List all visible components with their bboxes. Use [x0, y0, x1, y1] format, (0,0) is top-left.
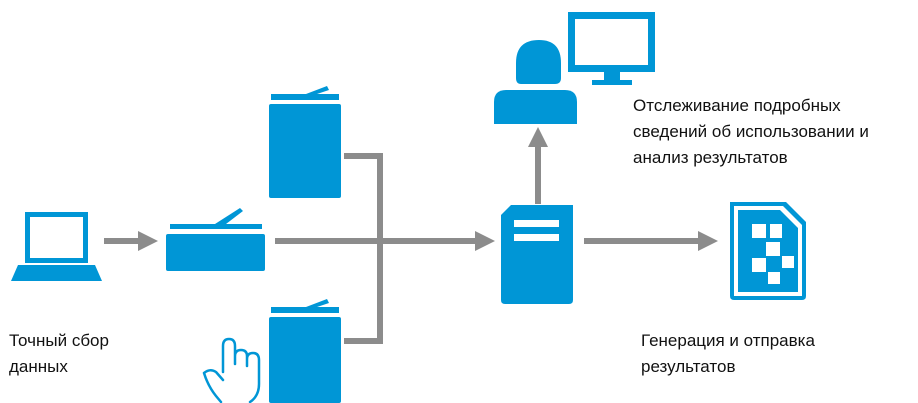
caption-track-line1: Отслеживание подробных	[633, 96, 841, 115]
caption-track-line3: анализ результатов	[633, 148, 788, 167]
server-icon	[501, 205, 573, 304]
printer-tall-icon	[269, 86, 341, 198]
scanner-icon	[166, 208, 265, 271]
caption-generate-line2: результатов	[641, 357, 736, 376]
connector-top-printer	[344, 153, 383, 241]
caption-track-line2: сведений об использовании и	[633, 122, 869, 141]
caption-collect-line2: данных	[9, 357, 68, 376]
report-document-icon	[730, 202, 806, 300]
caption-generate-line1: Генерация и отправка	[641, 331, 815, 350]
arrowhead-report	[698, 231, 718, 251]
caption-generate-results: Генерация и отправка результатов	[641, 328, 815, 380]
user-icon	[494, 40, 577, 124]
printer-tall-icon-bottom	[269, 299, 341, 403]
hand-pointer-icon	[202, 337, 261, 403]
arrowhead-server	[475, 231, 495, 251]
arrowhead-user	[528, 127, 548, 147]
monitor-icon	[568, 12, 655, 85]
connector-bottom-printer	[344, 241, 383, 344]
arrowheads	[138, 127, 718, 251]
caption-collect-data: Точный сбор данных	[9, 328, 109, 380]
connectors	[104, 145, 700, 344]
arrowhead-scanner	[138, 231, 158, 251]
caption-track-usage: Отслеживание подробных сведений об испол…	[633, 93, 869, 171]
caption-collect-line1: Точный сбор	[9, 331, 109, 350]
laptop-icon	[11, 212, 102, 281]
